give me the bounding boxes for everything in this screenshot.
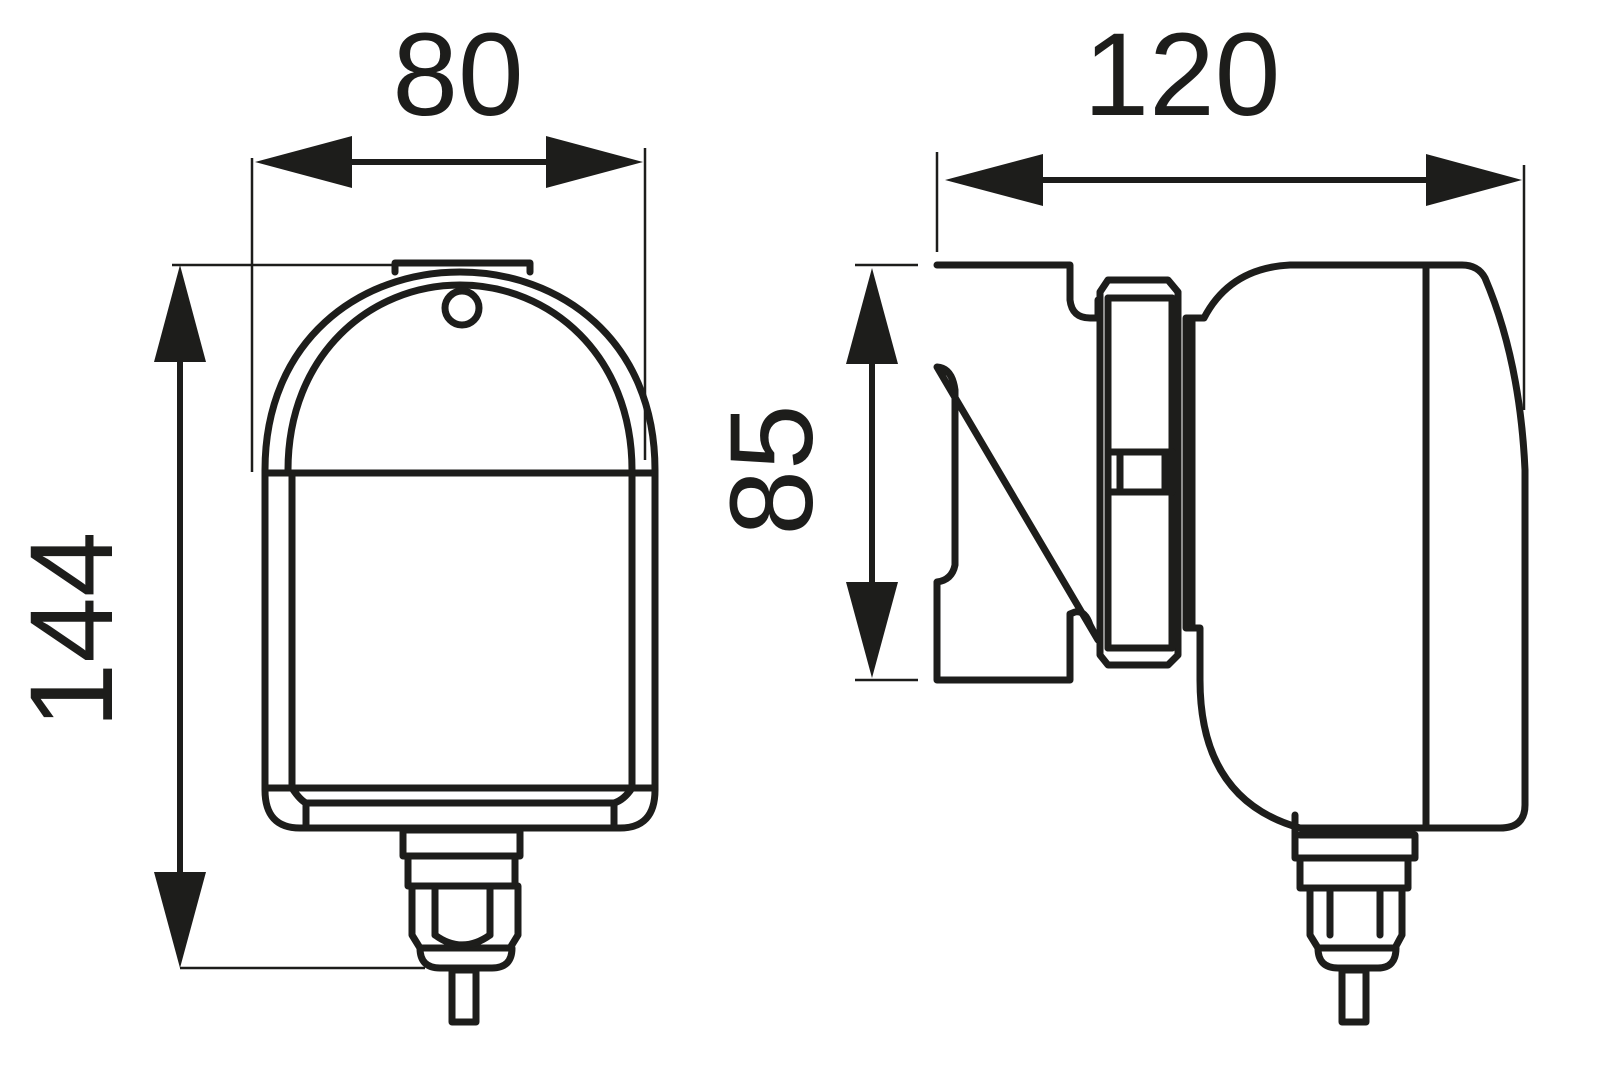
dimension-label-144: 144 <box>6 532 138 729</box>
dimension-height-144: 144 <box>6 263 425 970</box>
arrowhead-right <box>546 136 643 188</box>
gland-body <box>408 882 522 952</box>
side-view: 120 85 <box>706 9 1529 1026</box>
outer-housing <box>261 268 659 832</box>
dimension-label-80: 80 <box>392 9 523 141</box>
gland-nut <box>1296 854 1412 892</box>
dimension-label-85: 85 <box>706 404 838 535</box>
arrowhead-left <box>945 154 1043 206</box>
arrowhead-top <box>846 268 898 364</box>
gland-body <box>1306 884 1406 952</box>
arrowhead-bottom <box>846 582 898 678</box>
union-nut <box>1096 276 1182 669</box>
cable <box>1338 966 1370 1026</box>
gland-curve <box>431 931 494 949</box>
pump-front-body <box>261 259 659 1026</box>
arrowhead-right <box>1426 154 1522 206</box>
dimension-length-120: 120 <box>935 9 1526 410</box>
side-cable-gland <box>1291 811 1419 1026</box>
nut-window <box>1104 448 1176 496</box>
screw-icon <box>441 287 483 329</box>
dimension-label-120: 120 <box>1084 9 1281 141</box>
arrowhead-left <box>255 136 352 188</box>
top-cap <box>391 259 534 276</box>
dimension-width-80: 80 <box>250 9 647 472</box>
inner-dome <box>284 281 636 474</box>
arrowhead-top <box>154 265 206 362</box>
gland-base <box>399 826 524 860</box>
front-view: 80 144 <box>6 9 659 1026</box>
motor-housing <box>1182 261 1529 832</box>
arrowhead-bottom <box>154 872 206 968</box>
dimension-height-85: 85 <box>706 263 918 682</box>
front-panel <box>288 469 636 792</box>
gland-base <box>1291 811 1419 862</box>
cable-gland <box>399 826 524 1026</box>
cable <box>448 966 480 1026</box>
gland-nut <box>404 852 519 890</box>
bottom-ledge <box>261 784 659 807</box>
pipe-flange-block <box>933 261 1102 684</box>
nut-outline <box>1096 276 1182 669</box>
